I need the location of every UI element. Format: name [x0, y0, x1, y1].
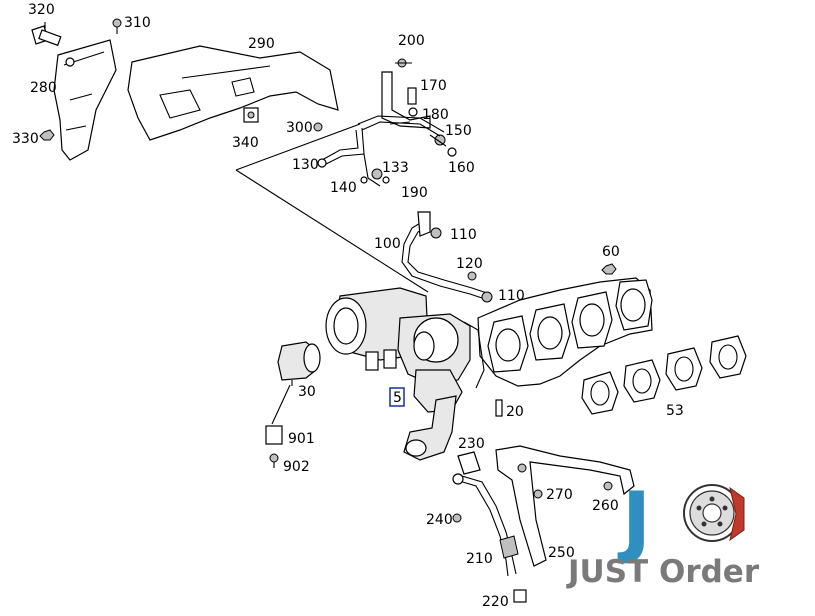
- part-290-heat-shield: [127, 45, 339, 141]
- label-230: 230: [458, 436, 485, 452]
- brand-letter: J: [617, 477, 651, 567]
- brand-name: JUST Order: [566, 554, 760, 590]
- part-280-heat-shield: [53, 39, 117, 161]
- label-110-lower: 110: [498, 288, 525, 304]
- part-260-nut: [603, 481, 613, 491]
- label-180: 180: [422, 107, 449, 123]
- part-100-oil-return-pipe: [401, 211, 491, 301]
- part-5-turbocharger: [325, 287, 485, 413]
- label-60: 60: [602, 244, 620, 260]
- part-240-bolt: [452, 513, 462, 523]
- part-133-fitting: [371, 168, 383, 180]
- label-330: 330: [12, 131, 39, 147]
- part-53-gasket: [581, 335, 747, 415]
- label-280: 280: [30, 80, 57, 96]
- label-53: 53: [666, 403, 684, 419]
- label-250: 250: [548, 545, 575, 561]
- part-60-nut: [601, 263, 617, 275]
- label-902: 902: [283, 459, 310, 475]
- leader-lines: [235, 121, 429, 293]
- label-140: 140: [330, 180, 357, 196]
- part-220-plug: [513, 589, 527, 603]
- part-300-screw: [313, 122, 323, 132]
- label-340: 340: [232, 135, 259, 151]
- label-30: 30: [298, 384, 316, 400]
- part-310-screw: [112, 18, 122, 34]
- label-130: 130: [292, 157, 319, 173]
- part-330-nut: [39, 129, 55, 141]
- label-160: 160: [448, 160, 475, 176]
- part-210-pipe: [452, 473, 519, 577]
- part-5-callout: [389, 387, 405, 407]
- label-120: 120: [456, 256, 483, 272]
- label-5: 5: [393, 390, 402, 406]
- label-110-upper: 110: [450, 227, 477, 243]
- label-320: 320: [28, 2, 55, 18]
- part-120-screw: [467, 271, 477, 281]
- part-901-fastener: [265, 425, 283, 445]
- label-200: 200: [398, 33, 425, 49]
- exhaust-manifold: [477, 277, 653, 387]
- label-300: 300: [286, 120, 313, 136]
- part-160-seal: [447, 147, 457, 157]
- label-190: 190: [401, 185, 428, 201]
- label-133: 133: [382, 160, 409, 176]
- brand-logo: J JUST Order: [566, 477, 760, 590]
- part-340-nut: [243, 107, 259, 123]
- part-270-nut: [533, 489, 543, 499]
- turbo-outlet-elbow: [403, 395, 457, 461]
- part-170-bolt: [407, 87, 417, 105]
- label-220: 220: [482, 594, 509, 610]
- label-150: 150: [445, 123, 472, 139]
- part-150-fitting: [429, 134, 447, 147]
- part-320-bolt: [31, 22, 62, 47]
- brake-disc-icon: [683, 484, 745, 542]
- label-270: 270: [546, 487, 573, 503]
- label-260: 260: [592, 498, 619, 514]
- part-230-clamp: [457, 451, 481, 475]
- part-190-seal: [382, 176, 390, 184]
- part-200-bracket: [381, 58, 431, 129]
- label-901: 901: [288, 431, 315, 447]
- label-170: 170: [420, 78, 447, 94]
- part-20-stud: [495, 399, 503, 417]
- part-110-fitting-lower: [481, 291, 493, 303]
- part-180-washer: [408, 107, 418, 117]
- part-140-washer: [360, 176, 368, 184]
- part-30-actuator: [271, 341, 321, 425]
- part-130-oil-pipe: [317, 115, 445, 187]
- part-labels: 320 310 290 280 330 340 300 200 170 180 …: [12, 2, 684, 610]
- label-100: 100: [374, 236, 401, 252]
- part-902-bolt: [269, 453, 279, 468]
- label-290: 290: [248, 36, 275, 52]
- part-250-support-bracket: [495, 445, 635, 567]
- label-210: 210: [466, 551, 493, 567]
- label-310: 310: [124, 15, 151, 31]
- label-240: 240: [426, 512, 453, 528]
- label-20: 20: [506, 404, 524, 420]
- part-110-fitting-upper: [430, 227, 442, 239]
